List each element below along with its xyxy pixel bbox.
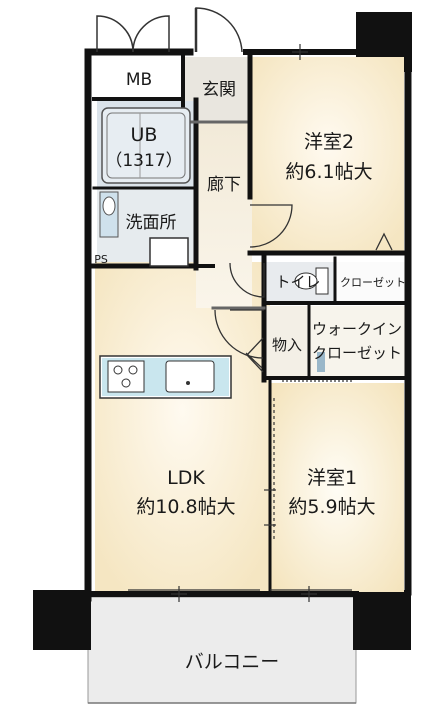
bathtub — [101, 107, 191, 184]
kitchen-counter — [99, 355, 232, 399]
storage-floor — [265, 306, 309, 376]
closet-label: クローゼット — [340, 276, 406, 289]
ldk-name: LDK — [167, 467, 205, 489]
western2-floor — [252, 57, 404, 253]
balcony-label: バルコニー — [185, 651, 280, 673]
washroom-label: 洗面所 — [126, 213, 177, 233]
ldk-floor — [95, 262, 270, 592]
corridor-label: 廊下 — [207, 175, 241, 195]
interior-doors — [214, 204, 393, 373]
column-bottom-left — [33, 590, 91, 650]
western1-size: 約5.9帖大 — [288, 496, 375, 518]
western2-name: 洋室2 — [304, 131, 354, 153]
closet-floor — [335, 262, 405, 302]
wic-pipe — [317, 352, 325, 372]
column-bottom-right — [353, 590, 411, 650]
balcony-area — [87, 596, 357, 704]
sliding-marks — [128, 44, 352, 602]
ps-label: PS — [94, 253, 108, 266]
corridor-floor — [196, 122, 252, 308]
walkin-label-1: ウォークイン — [312, 320, 402, 338]
ldk-size: 約10.8帖大 — [136, 496, 235, 518]
washroom-fixtures — [99, 191, 189, 267]
storage-label: 物入 — [272, 336, 302, 354]
walkin-label-2: クローゼット — [312, 344, 402, 362]
front-doors — [96, 7, 243, 53]
entrance-label: 玄関 — [202, 80, 236, 100]
toilet-fixture — [294, 267, 329, 295]
toilet-label: トイレ — [275, 273, 320, 291]
mb-floor — [97, 57, 181, 97]
mb-label: MB — [126, 70, 152, 90]
bath-size-label: （1317） — [105, 151, 182, 171]
western1-name: 洋室1 — [307, 467, 357, 489]
western1-floor — [270, 383, 404, 592]
western2-size: 約6.1帖大 — [285, 161, 372, 183]
bath-label: UB — [131, 124, 158, 146]
